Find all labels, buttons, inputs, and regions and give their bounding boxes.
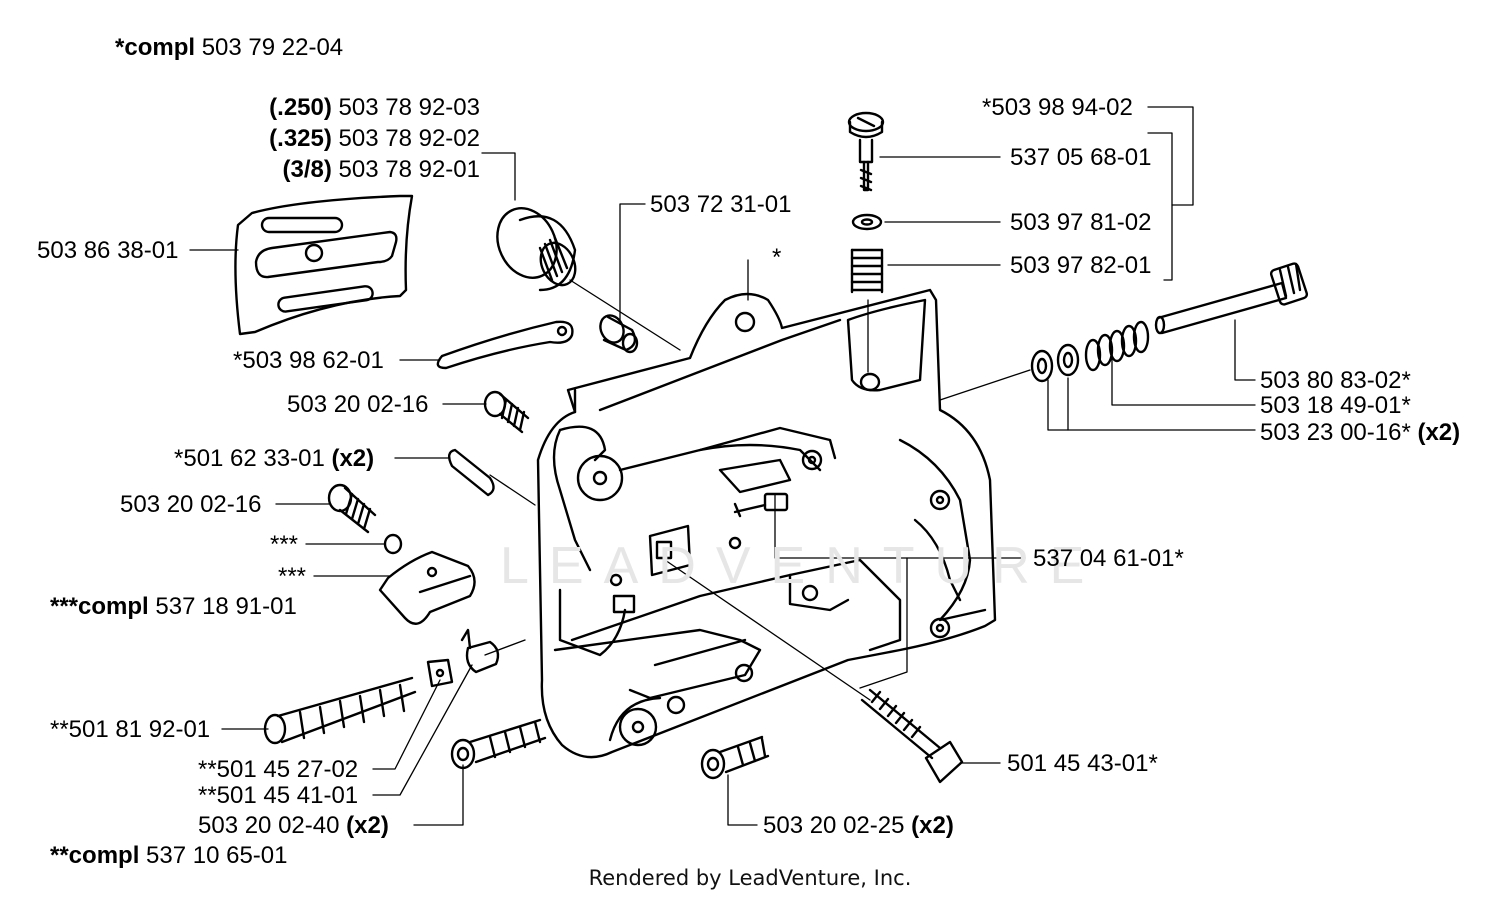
pump-washer-label: 503 97 81-02 — [1010, 209, 1152, 236]
asterisk-label: * — [772, 244, 782, 271]
screw-top-label: 503 20 02-16 — [287, 391, 429, 418]
watermark-text: LEADVENTURE — [500, 537, 1105, 595]
screw-mid-label: 503 20 02-16 — [120, 491, 262, 518]
shaft-washer-label: 503 23 00-16* (x2) — [1260, 419, 1461, 446]
tension-block — [460, 628, 500, 674]
bar-bushing — [496, 207, 577, 292]
drive-shaft — [1154, 262, 1309, 335]
bar-325-label: (.325) 503 78 92-02 — [269, 125, 480, 152]
compl-main-label: *compl 503 79 22-04 — [115, 34, 344, 61]
catcher-compl-label: ***compl 537 18 91-01 — [50, 593, 297, 620]
pump-spring-label: 503 97 82-01 — [1010, 252, 1152, 279]
clutch-cover — [536, 288, 997, 759]
guide-pin-label: 503 72 31-01 — [650, 191, 792, 218]
guide-plate — [234, 194, 414, 336]
sleeve — [447, 448, 495, 497]
screw-25-label: 503 20 02-25 (x2) — [763, 812, 954, 839]
screw-middle — [327, 483, 403, 555]
drive-shaft-label: 503 80 83-02* — [1260, 367, 1411, 394]
sleeve-label: *501 62 33-01 (x2) — [174, 445, 375, 472]
nipple-label: 537 04 61-01* — [1033, 545, 1184, 572]
pump-set-label: *503 98 94-02 — [982, 94, 1133, 121]
screw-25 — [700, 735, 770, 780]
bar-38-label: (3/8) 503 78 92-01 — [282, 156, 481, 183]
plate-label: 503 86 38-01 — [37, 237, 179, 264]
screw-upper — [483, 390, 530, 434]
pump-screw-label: 537 05 68-01 — [1010, 144, 1152, 171]
pump-spring — [850, 248, 884, 294]
tension-compl-label: **compl 537 10 65-01 — [50, 842, 288, 869]
tension-nut — [426, 658, 454, 688]
screw-40-label: 503 20 02-40 (x2) — [198, 812, 389, 839]
chain-strip-label: *503 98 62-01 — [233, 347, 384, 374]
bar-250-label: (.250) 503 78 92-03 — [269, 94, 480, 121]
tension-nut-label: **501 45 27-02 — [198, 756, 359, 783]
pump-screw — [847, 111, 885, 192]
triple-a-label: *** — [270, 531, 299, 558]
screw-40 — [450, 718, 547, 770]
chain-strip — [436, 320, 574, 370]
chain-catcher — [378, 550, 476, 625]
shaft-spring — [1084, 320, 1150, 372]
tension-block-label: **501 45 41-01 — [198, 782, 359, 809]
triple-b-label: *** — [278, 563, 307, 590]
pump-washer — [851, 213, 883, 231]
guide-pin — [599, 314, 639, 354]
tension-screw-label: **501 81 92-01 — [50, 716, 211, 743]
bolt-long — [860, 688, 964, 784]
shaft-washers — [1030, 343, 1080, 383]
tension-screw — [263, 676, 417, 745]
shaft-spring-label: 503 18 49-01* — [1260, 392, 1411, 419]
footer-credit: Rendered by LeadVenture, Inc. — [588, 866, 912, 890]
bolt-label: 501 45 43-01* — [1007, 750, 1158, 777]
